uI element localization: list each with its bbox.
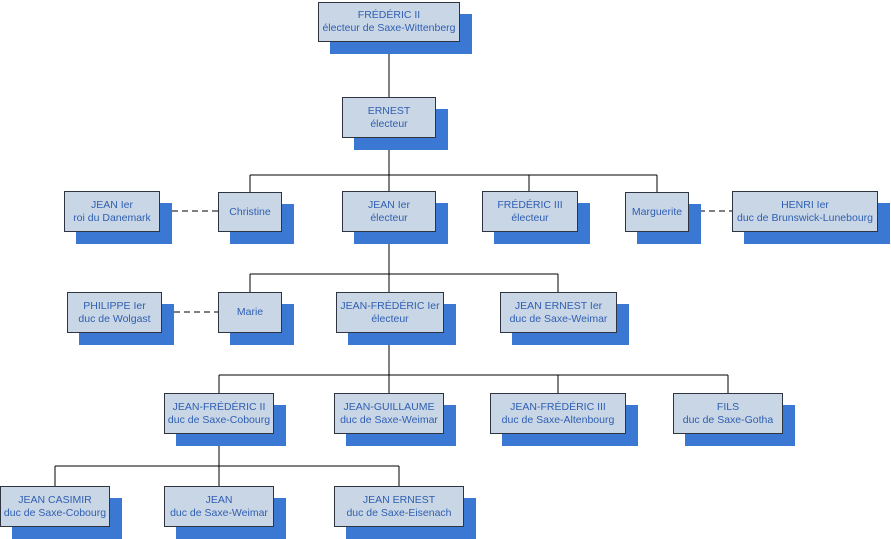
node-name: PHILIPPE Ier — [83, 299, 146, 312]
node-title: duc de Saxe-Weimar — [509, 312, 608, 325]
person-node-marie: Marie — [218, 292, 294, 345]
node-title: duc de Saxe-Altenbourg — [501, 413, 615, 426]
node-name: Marguerite — [631, 205, 683, 218]
node-title: électeur de Saxe-Wittenberg — [322, 22, 456, 34]
node-title: duc de Saxe-Eisenach — [346, 506, 452, 519]
node-title: électeur — [371, 312, 409, 325]
node-name: HENRI Ier — [781, 198, 829, 211]
node-title: duc de Saxe-Weimar — [170, 506, 268, 519]
node-title: électeur — [370, 117, 408, 130]
node-box: Marie — [218, 292, 282, 333]
node-name: JEAN-FRÉDÉRIC Ier — [340, 299, 440, 312]
node-title: électeur — [511, 211, 549, 224]
node-title: roi du Danemark — [73, 211, 151, 224]
node-name: FRÉDÉRIC II — [357, 9, 421, 21]
node-title: duc de Brunswick-Lunebourg — [737, 211, 873, 224]
node-name: JEAN CASIMIR — [18, 493, 92, 506]
node-name: JEAN ERNEST — [362, 493, 436, 506]
node-title: duc de Wolgast — [78, 312, 151, 325]
node-name: FILS — [716, 400, 740, 413]
node-name: ERNEST — [367, 104, 411, 117]
node-name: JEAN-FRÉDÉRIC II — [172, 400, 266, 413]
node-name: FRÉDÉRIC III — [497, 198, 563, 211]
node-name: JEAN-GUILLAUME — [343, 400, 435, 413]
person-node-christine: Christine — [218, 192, 294, 244]
node-title: duc de Saxe-Weimar — [340, 413, 438, 426]
node-title: duc de Saxe-Cobourg — [3, 506, 107, 519]
node-title: électeur — [370, 211, 408, 224]
node-name: JEAN Ier — [90, 198, 133, 211]
node-name: Marie — [236, 306, 264, 318]
person-node-marguerite: Marguerite — [625, 192, 701, 244]
node-name: JEAN — [205, 493, 233, 506]
node-box: Christine — [218, 192, 282, 232]
node-name: JEAN Ier — [367, 198, 410, 211]
node-title: duc de Saxe-Gotha — [682, 413, 774, 426]
node-box: Marguerite — [625, 192, 689, 232]
node-title: duc de Saxe-Cobourg — [167, 413, 271, 426]
node-name: JEAN-FRÉDÉRIC III — [510, 400, 606, 413]
node-name: JEAN ERNEST Ier — [514, 299, 603, 312]
node-name: Christine — [229, 205, 271, 218]
